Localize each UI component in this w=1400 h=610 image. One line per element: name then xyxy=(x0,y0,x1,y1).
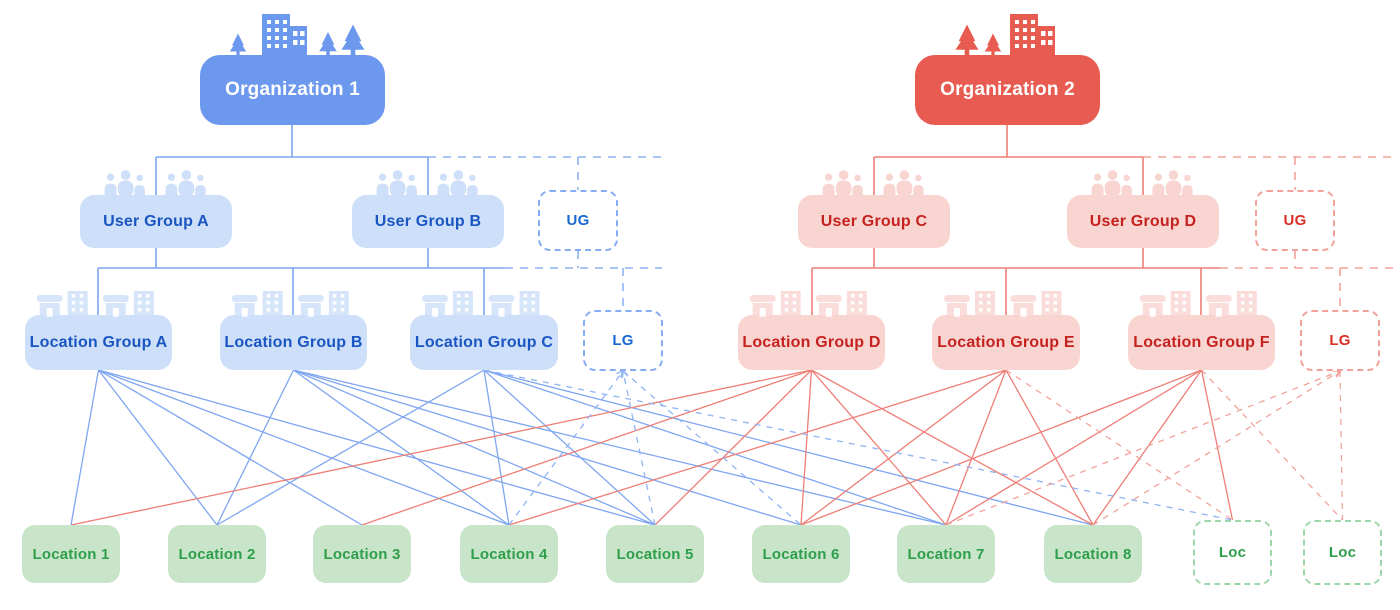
node-label: Location 5 xyxy=(616,545,694,563)
node-label: User Group B xyxy=(374,212,482,230)
group-location-link xyxy=(361,369,812,526)
group-location-link xyxy=(293,369,802,526)
node-label: Location Group C xyxy=(414,333,554,351)
node-ug-a: User Group A xyxy=(80,170,232,248)
node-lg-e: Location Group E xyxy=(932,291,1080,370)
node-ug-b: User Group B xyxy=(352,170,504,248)
node-loc-1: Location 1 xyxy=(22,525,120,583)
group-location-link xyxy=(483,369,510,526)
node-ug-ghost-2: UG xyxy=(1255,190,1335,251)
node-loc-ghost-2: Loc xyxy=(1303,520,1382,585)
group-location-link xyxy=(622,370,802,526)
node-label: Organization 1 xyxy=(225,79,360,100)
group-location-link xyxy=(98,369,363,526)
group-location-link xyxy=(70,369,812,526)
node-ug-d: User Group D xyxy=(1067,170,1219,248)
group-location-link xyxy=(945,369,1202,526)
node-label: Location 1 xyxy=(32,545,110,563)
group-location-link xyxy=(97,369,218,526)
node-lg-ghost-2: LG xyxy=(1300,310,1380,371)
node-label: Loc xyxy=(1218,544,1247,561)
group-location-link xyxy=(1200,369,1234,521)
node-label: User Group D xyxy=(1089,212,1197,230)
node-ug-ghost-1: UG xyxy=(538,190,618,251)
group-location-link xyxy=(1005,369,1233,521)
group-location-link xyxy=(811,369,947,526)
node-label: Location Group A xyxy=(29,333,168,351)
node-label: User Group C xyxy=(820,212,928,230)
node-loc-3: Location 3 xyxy=(313,525,411,583)
node-lg-c: Location Group C xyxy=(410,291,558,370)
group-location-link xyxy=(216,369,295,526)
group-location-link xyxy=(800,369,1007,526)
group-location-link xyxy=(945,369,1007,526)
group-location-link xyxy=(508,369,1007,526)
group-location-link xyxy=(483,369,1233,521)
group-location-link xyxy=(70,369,100,526)
node-loc-ghost-1: Loc xyxy=(1193,520,1272,585)
group-location-link xyxy=(483,369,656,526)
node-lg-ghost-1: LG xyxy=(583,310,663,371)
node-label: Location Group F xyxy=(1133,333,1270,351)
node-label: Location 4 xyxy=(470,545,548,563)
node-label: UG xyxy=(1283,212,1307,229)
group-location-link xyxy=(508,369,625,526)
node-label: Location Group E xyxy=(937,333,1075,351)
group-location-link xyxy=(800,369,1202,526)
node-label: LG xyxy=(612,332,634,349)
node-ug-c: User Group C xyxy=(798,170,950,248)
node-label: Location Group D xyxy=(742,333,881,351)
group-location-link xyxy=(1092,369,1203,526)
node-label: Organization 2 xyxy=(940,79,1075,100)
node-label: Location 8 xyxy=(1054,545,1132,563)
node-loc-2: Location 2 xyxy=(168,525,266,583)
node-lg-f: Location Group F xyxy=(1128,291,1275,370)
node-label: Location Group B xyxy=(224,333,363,351)
group-location-link xyxy=(483,369,1094,526)
group-location-link xyxy=(811,369,1094,526)
group-location-link xyxy=(293,369,656,526)
node-lg-d: Location Group D xyxy=(738,291,885,370)
group-location-link xyxy=(800,369,813,526)
node-lg-a: Location Group A xyxy=(25,291,172,370)
node-org1: Organization 1 xyxy=(200,14,385,125)
group-location-link xyxy=(98,369,510,526)
node-loc-7: Location 7 xyxy=(897,525,995,583)
group-location-link xyxy=(654,369,812,526)
group-location-link xyxy=(293,369,510,526)
node-loc-4: Location 4 xyxy=(460,525,558,583)
node-loc-5: Location 5 xyxy=(606,525,704,583)
group-location-link xyxy=(1339,370,1344,521)
group-location-link xyxy=(945,369,1342,526)
node-label: UG xyxy=(566,212,590,229)
node-label: User Group A xyxy=(103,212,209,230)
node-loc-6: Location 6 xyxy=(752,525,850,583)
group-location-link xyxy=(1201,369,1343,521)
group-location-link xyxy=(98,369,656,526)
node-label: LG xyxy=(1329,332,1351,349)
group-location-link xyxy=(1092,369,1342,526)
node-label: Location 6 xyxy=(762,545,840,563)
group-location-link xyxy=(483,369,947,526)
node-label: Location 2 xyxy=(178,545,256,563)
node-label: Location 7 xyxy=(907,545,985,563)
group-location-link xyxy=(293,369,947,526)
group-location-link xyxy=(1005,369,1094,526)
group-location-link xyxy=(620,369,656,526)
node-org2: Organization 2 xyxy=(915,14,1100,125)
node-loc-8: Location 8 xyxy=(1044,525,1142,583)
node-label: Loc xyxy=(1328,544,1357,561)
group-location-link xyxy=(216,369,485,526)
node-label: Location 3 xyxy=(323,545,401,563)
node-lg-b: Location Group B xyxy=(220,291,367,370)
